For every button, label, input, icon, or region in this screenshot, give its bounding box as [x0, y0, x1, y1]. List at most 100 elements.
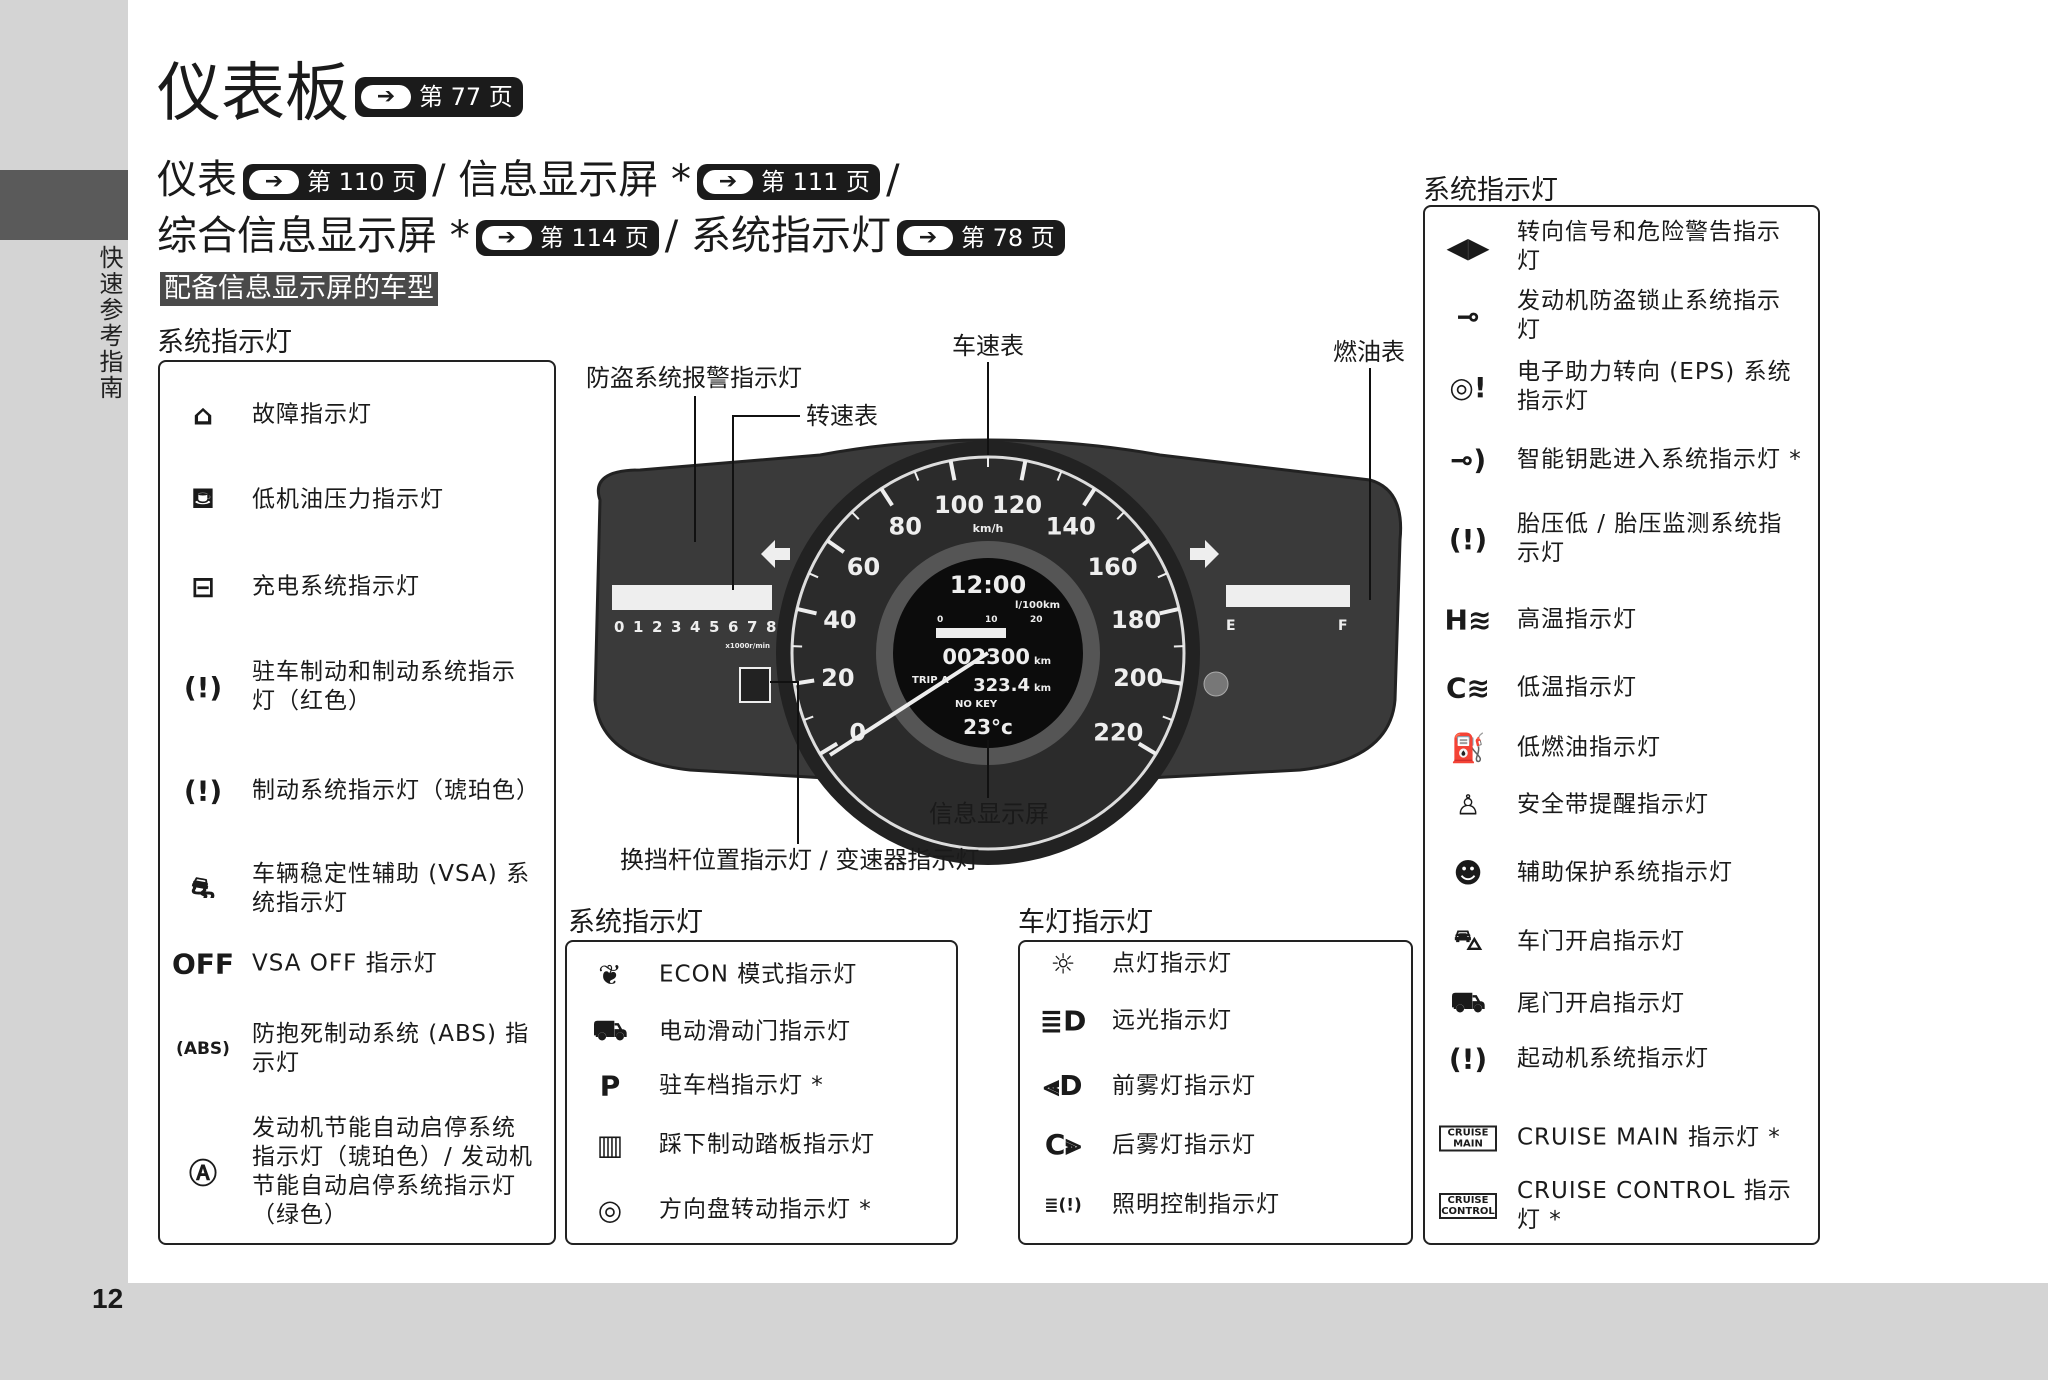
page-ref-link[interactable]: ➔第 110 页: [243, 164, 427, 200]
item-label: 智能钥匙进入系统指示灯 *: [1517, 446, 1802, 473]
list-item: ☻ 辅助保护系统指示灯: [1433, 857, 1803, 890]
speed-tick: [1157, 572, 1168, 579]
subtitle-text: 仪表: [157, 157, 237, 203]
speed-tick: [1161, 678, 1182, 686]
brake-red-icon: (!): [183, 670, 223, 704]
oil-pressure-icon: ⛾: [191, 481, 215, 515]
fuel-empty-label: E: [1226, 618, 1236, 634]
list-item: ⊟充电系统指示灯: [168, 571, 538, 604]
srs-icon: ☻: [1453, 856, 1483, 890]
list-item: ◎方向盘转动指示灯 *: [575, 1194, 945, 1227]
item-label: 低机油压力指示灯: [252, 486, 444, 513]
speed-tick: [803, 715, 814, 721]
speed-tick: [1159, 606, 1180, 616]
auto-idle-stop-icon: Ⓐ: [188, 1157, 217, 1190]
item-label: 前雾灯指示灯: [1112, 1072, 1256, 1099]
turn-signal-icon: ◀▶: [1446, 230, 1490, 264]
side-tab-label[interactable]: 快速参考指南: [95, 245, 123, 401]
arrow-icon: ➔: [702, 170, 753, 194]
item-label: 车门开启指示灯: [1517, 928, 1685, 955]
item-label: 电子助力转向 (EPS) 系统指示灯: [1517, 359, 1792, 414]
rear-fog-icon: C⫸: [1044, 1128, 1082, 1161]
item-label: 安全带提醒指示灯: [1517, 791, 1709, 818]
list-item: (!)制动系统指示灯（琥珀色）: [168, 775, 539, 808]
speed-label: 20: [821, 664, 854, 692]
item-label: 车辆稳定性辅助 (VSA) 系统指示灯: [252, 861, 531, 916]
item-label: 方向盘转动指示灯 *: [659, 1196, 872, 1223]
item-label: 驻车档指示灯 *: [659, 1072, 824, 1099]
speed-tick: [1056, 470, 1063, 481]
left-panel: ⌂故障指示灯 ⛾ 低机油压力指示灯 ⊟充电系统指示灯 (!)驻车制动和制动系统指示灯（红…: [158, 360, 556, 1245]
tach-label: 6: [728, 618, 738, 636]
lcd-odo-unit: km: [1034, 656, 1051, 667]
lcd-scale-10: 10: [985, 615, 998, 625]
footer-band: [0, 1283, 2048, 1380]
high-beam-icon: ≣D: [1039, 1004, 1087, 1038]
item-label: 低燃油指示灯: [1517, 734, 1661, 761]
left-turn-arrow-icon: [761, 540, 790, 568]
subtitle-text: / 系统指示灯: [664, 213, 891, 259]
page-ref-link[interactable]: ➔第 78 页: [897, 220, 1065, 256]
title-text: 仪表板: [157, 57, 349, 131]
list-item: ⊸ 发动机防盗锁止系统指示灯: [1433, 287, 1803, 345]
speed-tick: [826, 538, 845, 554]
list-item: Ⓐ 发动机节能自动启停系统指示灯（琥珀色）/ 发动机节能自动启停系统指示灯（绿色）: [168, 1114, 538, 1230]
callout-shift-indicator: 换挡杆位置指示灯 / 变速器指示灯: [620, 846, 980, 874]
list-item: ⛟电动滑动门指示灯: [575, 1014, 945, 1051]
arrow-icon: ➔: [903, 226, 953, 250]
list-item: ☼点灯指示灯: [1028, 948, 1398, 981]
page-ref-link[interactable]: ➔第 111 页: [696, 164, 881, 200]
item-label: CRUISE CONTROL 指示灯 *: [1517, 1178, 1792, 1233]
item-label: VSA OFF 指示灯: [252, 950, 438, 977]
speed-label: 200: [1113, 664, 1163, 692]
speed-tick: [1019, 460, 1028, 481]
econ-icon: ❦: [598, 958, 622, 992]
item-label: CRUISE MAIN 指示灯 *: [1517, 1124, 1781, 1151]
immobilizer-icon: ⊸: [1456, 299, 1480, 333]
lcd-trip: 323.4: [973, 675, 1030, 696]
abs-icon: (ABS): [176, 1039, 230, 1059]
list-item: ⛽低燃油指示灯: [1433, 732, 1803, 765]
list-item: ◎!电子助力转向 (EPS) 系统指示灯: [1433, 358, 1803, 416]
subtitle-text: / 信息显示屏 *: [432, 157, 691, 203]
page-title: 仪表板➔第 77 页: [157, 58, 529, 130]
list-item: ⛐车辆稳定性辅助 (VSA) 系统指示灯: [168, 860, 538, 918]
item-label: 发动机节能自动启停系统指示灯（琥珀色）/ 发动机节能自动启停系统指示灯（绿色）: [252, 1115, 534, 1228]
page-number: 12: [92, 1283, 124, 1314]
variant-label: 配备信息显示屏的车型: [160, 272, 438, 306]
speed-label: 220: [1093, 718, 1143, 746]
left-panel-heading: 系统指示灯: [157, 327, 292, 358]
tach-lead: [732, 415, 800, 590]
arrow-icon: ➔: [249, 170, 299, 194]
item-label: 发动机防盗锁止系统指示灯: [1517, 288, 1781, 343]
high-temp-icon: H≋: [1444, 603, 1492, 637]
list-item: (!)胎压低 / 胎压监测系统指示灯: [1433, 510, 1803, 568]
page-ref-link[interactable]: ➔第 77 页: [355, 77, 523, 118]
list-item: ⌂故障指示灯: [168, 399, 538, 432]
speed-tick: [1116, 511, 1125, 520]
tach-label: 5: [709, 618, 719, 636]
tailgate-open-icon: ⛟: [1450, 985, 1486, 1019]
item-label: 照明控制指示灯: [1112, 1191, 1280, 1218]
power-sliding-door-icon: ⛟: [592, 1013, 628, 1047]
callout-security-alarm: 防盗系统报警指示灯: [586, 364, 802, 392]
tach-label: 0: [614, 618, 624, 636]
page-ref-link[interactable]: ➔第 114 页: [475, 220, 659, 256]
lights-on-icon: ☼: [1050, 947, 1076, 981]
list-item: ⊸)智能钥匙进入系统指示灯 *: [1433, 444, 1803, 477]
list-item: (!)驻车制动和制动系统指示灯（红色）: [168, 658, 538, 716]
item-label: 辅助保护系统指示灯: [1517, 859, 1733, 886]
list-item: ♙安全带提醒指示灯: [1433, 789, 1803, 822]
tach-label: 3: [671, 618, 681, 636]
side-tab-marker: [0, 170, 128, 240]
middle-panel-heading: 系统指示灯: [568, 907, 703, 938]
item-label: 转向信号和危险警告指示灯: [1517, 219, 1781, 274]
lights-panel-heading: 车灯指示灯: [1018, 907, 1153, 938]
speed-tick: [948, 460, 957, 481]
list-item: (!)起动机系统指示灯: [1433, 1043, 1803, 1076]
speed-label: 40: [823, 606, 856, 634]
lcd-clock: 12:00: [950, 571, 1026, 599]
